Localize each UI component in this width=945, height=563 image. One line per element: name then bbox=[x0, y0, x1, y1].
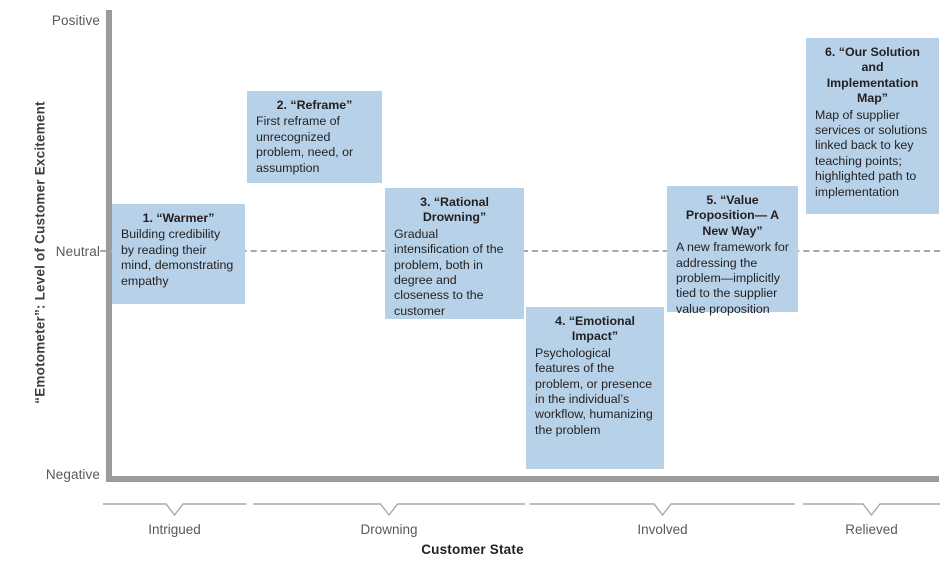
step-box-1[interactable]: 1. “Warmer” Building credibility by read… bbox=[112, 204, 245, 304]
y-tick-neutral: Neutral bbox=[0, 243, 100, 261]
x-group-label-intrigued: Intrigued bbox=[148, 522, 201, 537]
step-box-5-title: 5. “Value Proposition— A New Way” bbox=[685, 193, 780, 238]
step-box-1-title: 1. “Warmer” bbox=[142, 211, 215, 225]
y-tick-positive-label: Positive bbox=[51, 13, 100, 28]
y-tick-negative-label: Negative bbox=[45, 467, 100, 482]
x-group-bracket-intrigued bbox=[103, 503, 246, 519]
y-tick-positive: Positive bbox=[0, 12, 100, 30]
x-axis-line bbox=[106, 476, 939, 482]
x-group-label-drowning: Drowning bbox=[360, 522, 418, 537]
step-box-5-body: A new framework for addressing the probl… bbox=[676, 240, 789, 316]
y-tick-negative: Negative bbox=[0, 466, 100, 484]
step-box-2-title: 2. “Reframe” bbox=[276, 98, 353, 112]
y-tick-neutral-label: Neutral bbox=[55, 244, 100, 259]
x-group-bracket-drowning bbox=[253, 503, 525, 519]
x-axis-title: Customer State bbox=[421, 542, 524, 557]
step-box-4-title: 4. “Emotional Impact” bbox=[555, 314, 635, 344]
step-box-5[interactable]: 5. “Value Proposition— A New Way” A new … bbox=[667, 186, 798, 316]
y-axis-line bbox=[106, 10, 112, 482]
x-group-label-involved: Involved bbox=[637, 522, 688, 537]
x-group-bracket-involved bbox=[530, 503, 795, 519]
step-box-2[interactable]: 2. “Reframe” First reframe of unrecogniz… bbox=[247, 91, 382, 183]
x-group-bracket-relieved bbox=[803, 503, 940, 519]
step-box-3[interactable]: 3. “Rational Drowning” Gradual intensifi… bbox=[385, 188, 524, 319]
step-box-3-title: 3. “Rational Drowning” bbox=[420, 195, 489, 225]
step-box-6-body: Map of supplier services or solutions li… bbox=[815, 107, 928, 199]
step-box-3-body: Gradual intensification of the problem, … bbox=[394, 226, 504, 318]
step-box-2-body: First reframe of unrecognized problem, n… bbox=[256, 114, 354, 175]
step-box-6-title: 6. “Our Solution and Implementation Map” bbox=[825, 45, 920, 106]
step-box-4[interactable]: 4. “Emotional Impact” Psychological feat… bbox=[526, 307, 664, 469]
step-box-1-body: Building credibility by reading their mi… bbox=[121, 227, 234, 288]
x-group-label-relieved: Relieved bbox=[845, 522, 898, 537]
step-box-6[interactable]: 6. “Our Solution and Implementation Map”… bbox=[806, 38, 939, 214]
step-box-4-body: Psychological features of the problem, o… bbox=[535, 345, 653, 437]
